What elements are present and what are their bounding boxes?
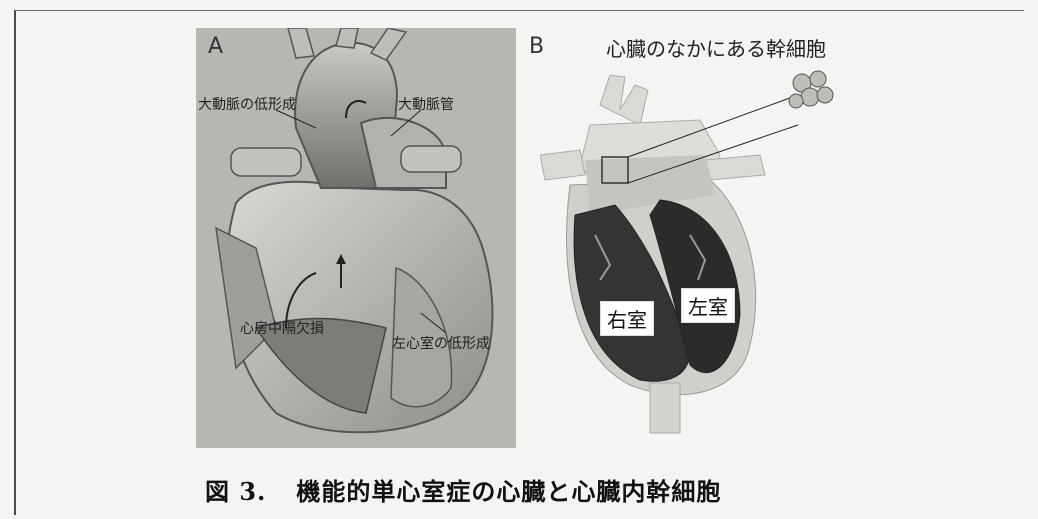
- panel-b-heart-schematic: [540, 65, 840, 445]
- panel-a-heart-illustration: [196, 28, 516, 448]
- left-vessel-stub: [231, 148, 301, 176]
- branch-vessel-1: [288, 28, 314, 58]
- stem-cell-cluster: [789, 71, 833, 108]
- schematic-right-vessels: [705, 155, 765, 180]
- panel-a-label: A: [208, 34, 223, 59]
- figure-caption-text: 機能的単心室症の心臓と心臓内幹細胞: [296, 477, 721, 506]
- branch-vessel-3: [371, 28, 406, 60]
- schematic-aorta: [600, 75, 648, 125]
- callout-lv-hypoplasia: 左心室の低形成: [392, 333, 490, 353]
- panel-b-label: B: [529, 34, 544, 59]
- schematic-ivc: [650, 383, 680, 433]
- callout-ductus-arteriosus: 大動脈管: [398, 94, 454, 114]
- heart-schematic-b: [540, 65, 840, 445]
- label-left-ventricle: 左室: [681, 288, 735, 323]
- heart-illustration-a: [196, 28, 516, 448]
- right-vessel-stub: [401, 146, 461, 172]
- schematic-left-vessels: [540, 150, 585, 180]
- callout-septal-defect: 心房中隔欠損: [240, 318, 324, 338]
- callout-aorta-hypoplasia: 大動脈の低形成: [198, 94, 296, 114]
- label-right-ventricle: 右室: [600, 301, 654, 336]
- branch-vessel-2: [336, 28, 358, 48]
- figure-caption: 図 3. 機能的単心室症の心臓と心臓内幹細胞: [205, 472, 721, 507]
- figure-frame: [14, 10, 1024, 515]
- panel-b-title: 心臓のなかにある幹細胞: [606, 33, 826, 62]
- figure-number: 図 3.: [205, 477, 266, 506]
